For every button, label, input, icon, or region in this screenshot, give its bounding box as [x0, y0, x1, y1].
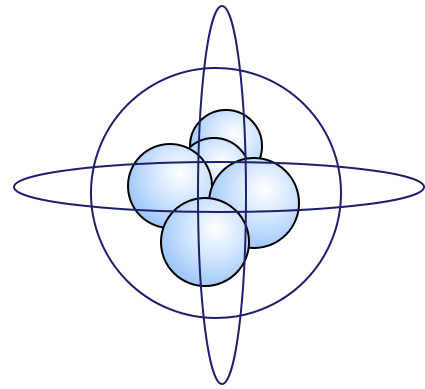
nucleus [128, 110, 299, 286]
